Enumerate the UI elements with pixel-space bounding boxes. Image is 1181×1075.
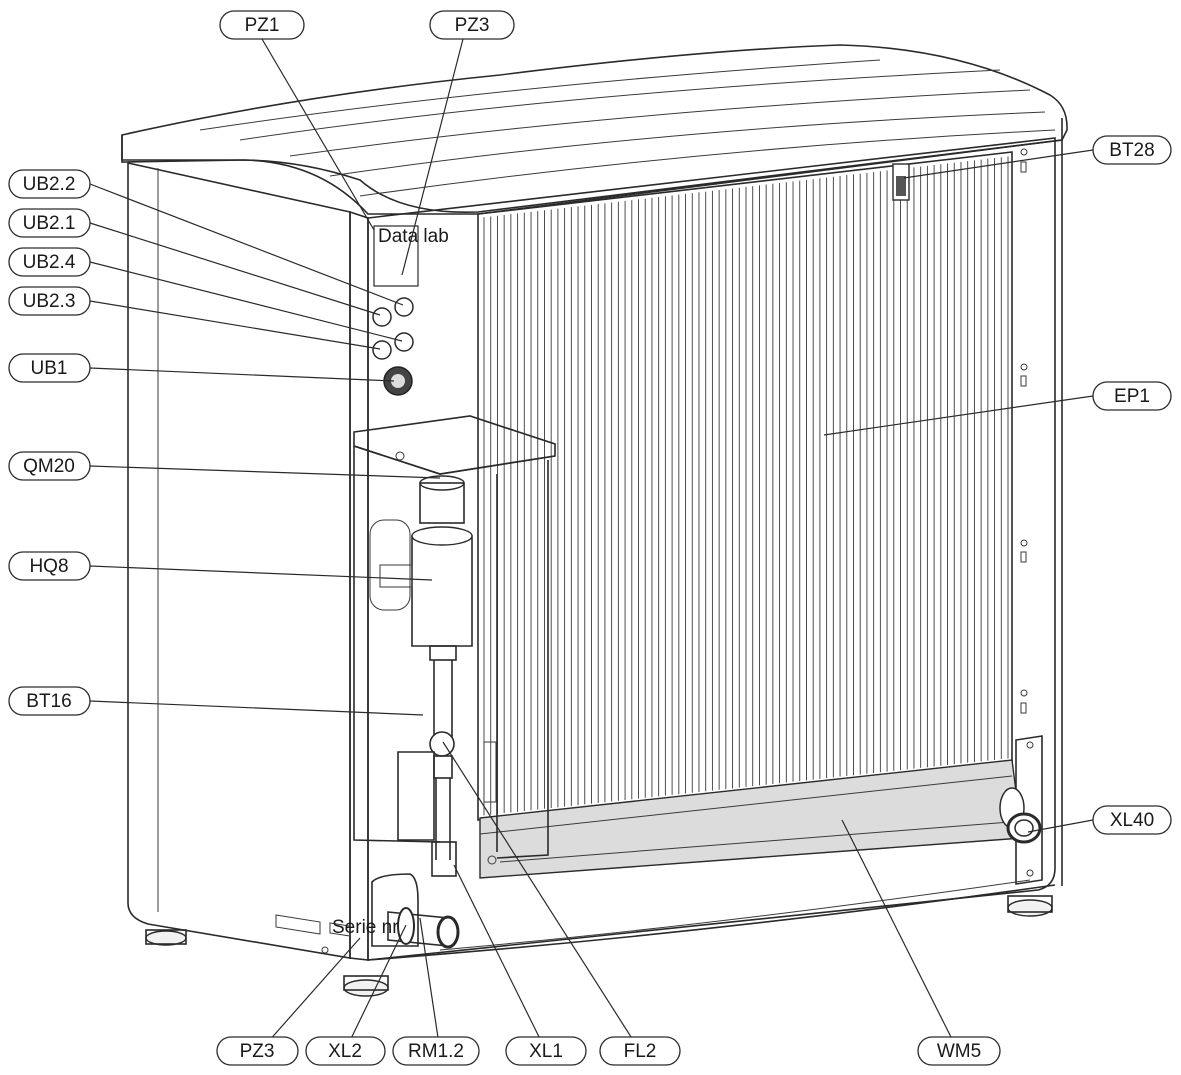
side-labels: Serie nr [275, 914, 399, 954]
right-bracket [999, 735, 1043, 885]
serial-label-text: Serie nr [332, 917, 399, 938]
pipework [369, 475, 497, 877]
callout-bt28: BT28 [1092, 135, 1172, 165]
callout-label: WM5 [937, 1041, 981, 1062]
callout-label: UB2.3 [23, 291, 76, 312]
callout-xl40: XL40 [1092, 805, 1172, 835]
callout-rm1-2: RM1.2 [392, 1036, 480, 1066]
callout-ep1: EP1 [1092, 381, 1172, 411]
leader-lines [89, 38, 1094, 1052]
callout-ub2-4: UB2.4 [8, 247, 91, 277]
callout-label: PZ3 [240, 1041, 275, 1062]
callout-label: BT16 [26, 691, 71, 712]
connection-panel: Data lab [372, 225, 449, 396]
callout-xl2: XL2 [305, 1036, 386, 1066]
bt28-sensor [892, 163, 910, 201]
unit-body [127, 137, 1063, 961]
callout-label: XL2 [328, 1041, 362, 1062]
data-label-text: Data lab [378, 226, 449, 247]
callout-label: XL1 [529, 1041, 563, 1062]
callout-xl1: XL1 [505, 1036, 587, 1066]
callout-wm5: WM5 [917, 1036, 1001, 1066]
callout-pz3-top: PZ3 [429, 10, 515, 40]
drip-tray [479, 759, 1023, 879]
callout-pz3-bottom: PZ3 [216, 1036, 299, 1066]
feet [145, 895, 1053, 997]
callout-hq8: HQ8 [8, 551, 91, 581]
side-fixings [1020, 148, 1028, 714]
callout-label: PZ1 [245, 15, 280, 36]
callout-ub2-2: UB2.2 [8, 169, 91, 199]
callout-qm20: QM20 [8, 451, 91, 481]
callout-label: HQ8 [29, 556, 68, 577]
callout-label: BT28 [1109, 140, 1154, 161]
callout-ub1: UB1 [8, 353, 91, 383]
evaporator-fins [477, 151, 1013, 821]
lid [121, 44, 1068, 215]
callout-label: QM20 [23, 456, 75, 477]
callout-ub2-1: UB2.1 [8, 208, 91, 238]
callout-label: UB2.4 [23, 252, 76, 273]
callout-label: UB1 [31, 358, 68, 379]
callout-label: XL40 [1110, 810, 1154, 831]
callout-ub2-3: UB2.3 [8, 286, 91, 316]
callout-fl2: FL2 [599, 1036, 681, 1066]
callout-label: FL2 [624, 1041, 657, 1062]
callout-label: UB2.2 [23, 174, 76, 195]
callout-bt16: BT16 [8, 686, 91, 716]
callout-label: UB2.1 [23, 213, 76, 234]
callout-pz1-top: PZ1 [219, 10, 305, 40]
callout-label: EP1 [1114, 386, 1150, 407]
callout-label: RM1.2 [408, 1041, 464, 1062]
callout-label: PZ3 [455, 15, 490, 36]
